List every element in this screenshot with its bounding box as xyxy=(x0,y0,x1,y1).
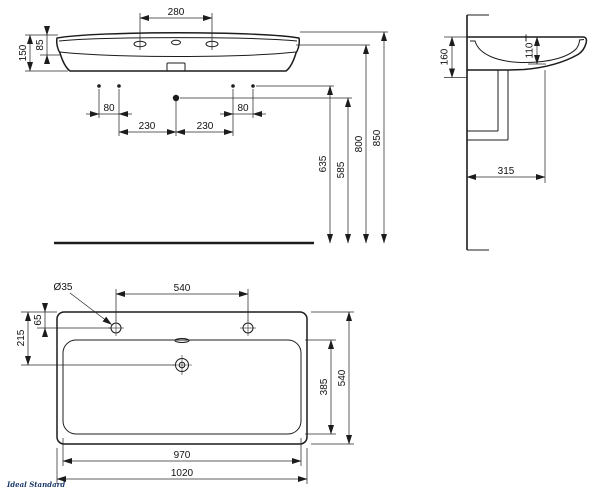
dim-540-right-label: 540 xyxy=(337,369,348,386)
dim-110: 110 xyxy=(525,36,546,65)
basin-rim-inner-line xyxy=(58,37,298,42)
overflow-slot xyxy=(174,338,190,343)
bowl-section-line xyxy=(470,39,585,64)
dim-635-label: 635 xyxy=(318,155,329,172)
dim-315: 315 xyxy=(466,70,546,183)
dim-80-left: 80 xyxy=(86,89,132,136)
dim-230-right: 230 xyxy=(175,121,234,135)
dim-635: 635 xyxy=(256,85,334,244)
dim-315-label: 315 xyxy=(498,166,515,177)
drain-center-point xyxy=(172,94,180,102)
front-view: 280 150 85 80 xyxy=(18,7,388,245)
dim-85-label: 85 xyxy=(35,39,46,51)
side-view: 160 110 315 xyxy=(440,14,588,251)
dim-160: 160 xyxy=(440,36,467,78)
dim-hole-diameter: Ø35 xyxy=(54,282,112,325)
basin-plan-outline xyxy=(56,311,308,445)
dim-150-label: 150 xyxy=(18,44,29,61)
bolt-hole-outer-right xyxy=(251,84,255,88)
dim-385-label: 385 xyxy=(319,378,330,395)
dim-385: 385 xyxy=(305,339,336,435)
faucet-hole-right xyxy=(240,320,256,336)
dim-800: 800 xyxy=(296,44,370,244)
dim-1020-label: 1020 xyxy=(171,468,194,479)
dim-280-label: 280 xyxy=(168,7,185,18)
dim-850-label: 850 xyxy=(372,129,383,146)
basin-side-outline xyxy=(466,36,588,71)
dim-230-left-label: 230 xyxy=(139,121,156,132)
bolt-hole-inner-left xyxy=(117,84,121,88)
dim-215-label: 215 xyxy=(16,329,27,346)
dim-970-label: 970 xyxy=(174,450,191,461)
bowl-plan-outline xyxy=(62,339,302,435)
dim-1020: 1020 xyxy=(56,448,308,484)
drain-boss xyxy=(166,62,186,72)
dim-80-right-label: 80 xyxy=(237,103,249,114)
dim-85: 85 xyxy=(35,26,60,64)
overflow-center-mark xyxy=(171,39,181,46)
dim-215: 215 xyxy=(16,311,175,366)
dim-540-top-label: 540 xyxy=(174,283,191,294)
dim-280: 280 xyxy=(139,7,213,50)
brand-logo: Ideal Standard xyxy=(6,480,65,489)
basin-front-outline xyxy=(56,32,300,72)
dim-110-label: 110 xyxy=(525,42,536,58)
dim-585: 585 xyxy=(180,97,352,244)
dim-230-right-label: 230 xyxy=(197,121,214,132)
bolt-hole-inner-right xyxy=(231,84,235,88)
dim-230-left: 230 xyxy=(118,101,177,136)
dim-160-label: 160 xyxy=(440,48,451,65)
dim-800-label: 800 xyxy=(354,135,365,152)
dim-540-right: 540 xyxy=(311,311,354,445)
dim-80-right: 80 xyxy=(220,89,266,136)
dim-540-top: 540 xyxy=(115,283,249,321)
dim-150: 150 xyxy=(18,34,68,72)
dim-hole-diameter-label: Ø35 xyxy=(54,282,73,293)
plan-view: Ø35 540 65 215 385 xyxy=(16,282,354,484)
dim-850: 850 xyxy=(300,31,388,244)
dim-65: 65 xyxy=(21,303,111,337)
dim-65-label: 65 xyxy=(33,314,44,326)
bolt-hole-outer-left xyxy=(97,84,101,88)
dim-80-left-label: 80 xyxy=(103,103,115,114)
basin-apron-line xyxy=(59,51,297,57)
dim-585-label: 585 xyxy=(336,161,347,178)
drain-hole xyxy=(172,355,192,375)
dim-970: 970 xyxy=(62,438,302,466)
